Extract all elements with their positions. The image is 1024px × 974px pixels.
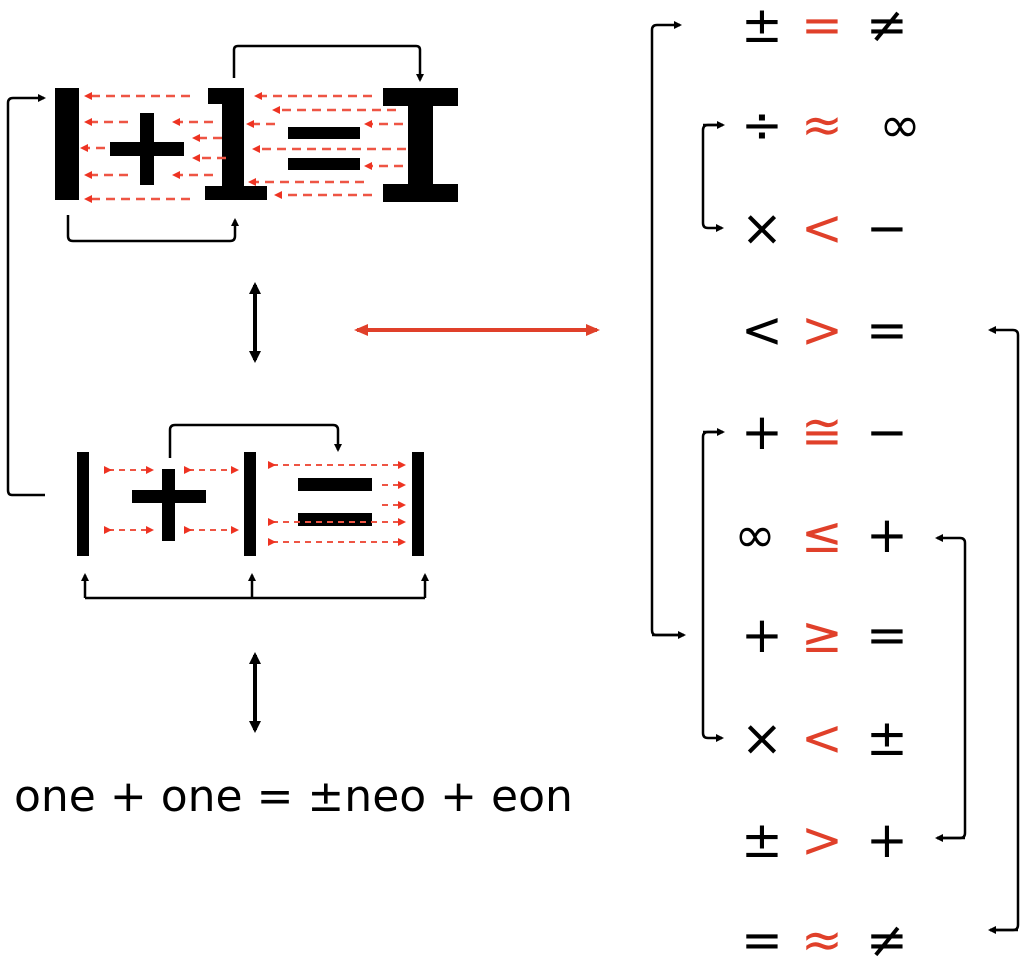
symbol-right: = [866,606,908,664]
symbol-right: − [866,403,908,461]
symbol-row: ± > + [741,811,908,869]
symbol-right: + [866,811,908,869]
symbol-left: + [741,606,783,664]
bottom-arc-arrow-top [168,423,342,458]
symbol-left: ∞ [734,506,776,564]
symbol-middle: ≤ [801,506,843,564]
symbol-left: + [741,403,783,461]
symbol-right: − [866,199,908,257]
top-one-a-glyph [55,88,79,200]
symbol-row: × <− [741,199,908,257]
symbol-middle: ≥ [801,606,843,664]
bottom-bar-a-glyph [77,452,89,556]
bottom-bar-b-glyph [244,452,256,556]
connector-row6-row9 [935,534,967,840]
symbol-left: < [741,301,783,359]
symbol-left: = [741,911,783,969]
connector-row5-row8 [701,430,724,742]
symbol-left: ÷ [741,96,783,154]
symbol-right: = [866,301,908,359]
symbol-middle: = [801,0,843,54]
top-one-b-glyph [205,88,267,200]
symbol-row: ∞ ≤ + [734,506,908,564]
symbol-left: ± [741,811,783,869]
symbol-middle: ≈ [801,96,843,154]
symbol-right: ≠ [866,911,908,969]
symbol-middle: ≅ [801,403,843,461]
symbol-left: ± [741,0,783,54]
symbol-row: = ≈ ≠ [741,911,908,969]
connector-row4-row10 [988,326,1020,932]
symbol-row: ÷ ≈ ∞ [741,96,921,154]
top-result-i-glyph [383,88,458,202]
top-dashed-red-arrows [80,92,406,203]
symbol-middle: > [801,811,843,869]
bottom-plus-glyph [132,469,206,541]
connector-row2-row3 [701,123,724,232]
symbol-grid: ±=≠÷≈∞×<−<>=+≅−∞≤++≥=×<±±>+=≈≠ [734,0,921,969]
left-connector-arrow [6,94,46,497]
symbol-row: + ≅− [741,403,908,461]
top-arc-arrow-to-i [232,44,424,82]
symbol-middle: < [801,199,843,257]
top-equation [55,44,458,243]
bottom-bar-c-glyph [412,452,424,556]
top-plus-glyph [110,113,184,185]
bottom-equals-glyph [298,478,372,526]
symbol-right: ≠ [866,0,908,54]
symbol-connectors [650,21,1020,934]
symbol-row: ± = ≠ [741,0,908,54]
symbol-row: + ≥ = [741,606,908,664]
bottom-base-connector [81,573,429,600]
symbol-row: × < ± [741,709,908,767]
symbol-middle: ≈ [801,911,843,969]
symbol-middle: < [801,709,843,767]
connector-row1-row7 [650,21,683,637]
equation-caption: one + one = ±neo + eon [14,771,573,822]
bottom-dashed-red-arrows [104,461,406,546]
symbol-right: + [866,506,908,564]
symbol-row: < > = [741,301,908,359]
bottom-equation [77,423,429,600]
symbol-left: × [741,199,783,257]
symbol-right: ± [866,709,908,767]
symbol-left: × [741,709,783,767]
top-arc-arrow-under [66,215,239,243]
symbol-middle: > [801,301,843,359]
top-equals-glyph [288,127,360,170]
symbol-right: ∞ [879,96,921,154]
